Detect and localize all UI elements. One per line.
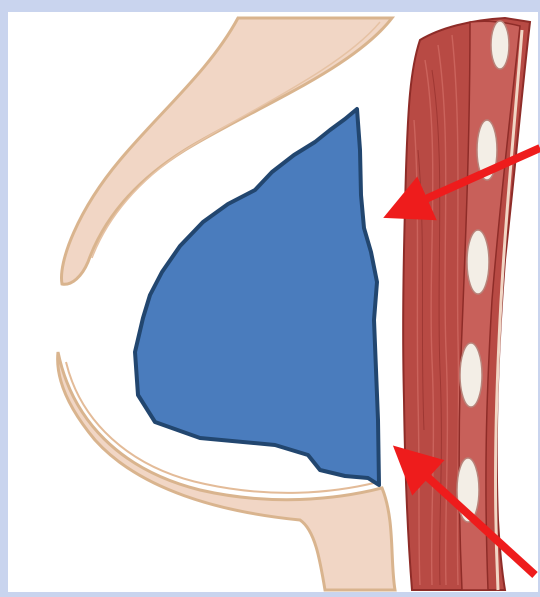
rib-1 [491, 21, 509, 69]
rib-3 [467, 230, 489, 294]
rib-4 [460, 343, 482, 407]
